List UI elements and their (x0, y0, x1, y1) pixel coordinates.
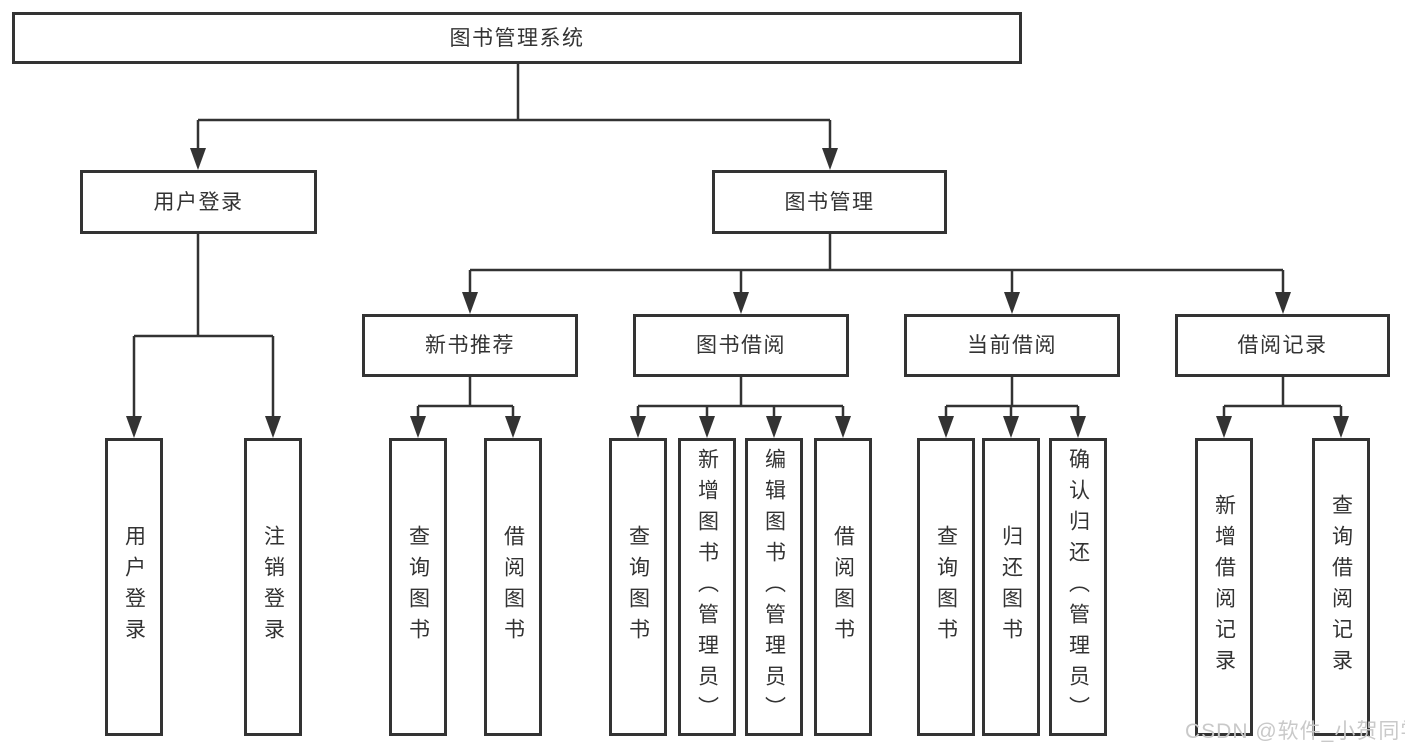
node-label: 借阅图书 (831, 525, 855, 649)
node-label: 新书推荐 (425, 334, 515, 357)
node-label: 图书借阅 (696, 334, 786, 357)
node-return-book: 归还图书 (982, 438, 1040, 736)
node-user-login-leaf: 用户登录 (105, 438, 163, 736)
node-label: 借阅记录 (1237, 334, 1328, 357)
node-borrow-books-recommend: 借阅图书 (484, 438, 542, 736)
node-user-login: 用户登录 (80, 170, 317, 234)
node-query-books-recommend: 查询图书 (389, 438, 447, 736)
node-label: 图书管理系统 (449, 26, 585, 50)
node-edit-book-admin: 编辑图书（管理员） (745, 438, 803, 736)
node-label: 确认归还（管理员） (1066, 447, 1090, 727)
node-add-book-admin: 新增图书（管理员） (678, 438, 736, 736)
node-confirm-return-admin: 确认归还（管理员） (1049, 438, 1107, 736)
node-add-borrow-record: 新增借阅记录 (1195, 438, 1253, 736)
node-book-management: 图书管理 (712, 170, 947, 234)
node-label: 新增借阅记录 (1212, 494, 1236, 680)
node-query-borrow-record: 查询借阅记录 (1312, 438, 1370, 736)
node-label: 编辑图书（管理员） (762, 447, 786, 727)
node-new-book-recommend: 新书推荐 (362, 314, 578, 377)
node-label: 用户登录 (153, 190, 244, 214)
connector-segments (132, 64, 1343, 420)
node-label: 归还图书 (999, 525, 1023, 649)
node-book-borrow: 图书借阅 (633, 314, 849, 377)
node-label: 注销登录 (261, 525, 285, 649)
node-borrow-books-leaf: 借阅图书 (814, 438, 872, 736)
node-label: 图书管理 (784, 190, 875, 214)
node-label: 查询借阅记录 (1329, 494, 1353, 680)
node-logout: 注销登录 (244, 438, 302, 736)
node-label: 新增图书（管理员） (695, 447, 719, 727)
node-query-books-current: 查询图书 (917, 438, 975, 736)
node-label: 查询图书 (626, 525, 650, 649)
node-label: 借阅图书 (501, 525, 525, 649)
csdn-watermark: CSDN @软件_小贺同学 (1185, 720, 1405, 743)
node-library-system: 图书管理系统 (12, 12, 1022, 64)
node-label: 查询图书 (406, 525, 430, 649)
node-query-books-borrow: 查询图书 (609, 438, 667, 736)
node-label: 查询图书 (934, 525, 958, 649)
node-label: 当前借阅 (967, 334, 1057, 357)
node-label: 用户登录 (122, 525, 146, 649)
arrowheads-down (126, 148, 1349, 438)
node-current-borrow: 当前借阅 (904, 314, 1120, 377)
node-borrow-records: 借阅记录 (1175, 314, 1390, 377)
